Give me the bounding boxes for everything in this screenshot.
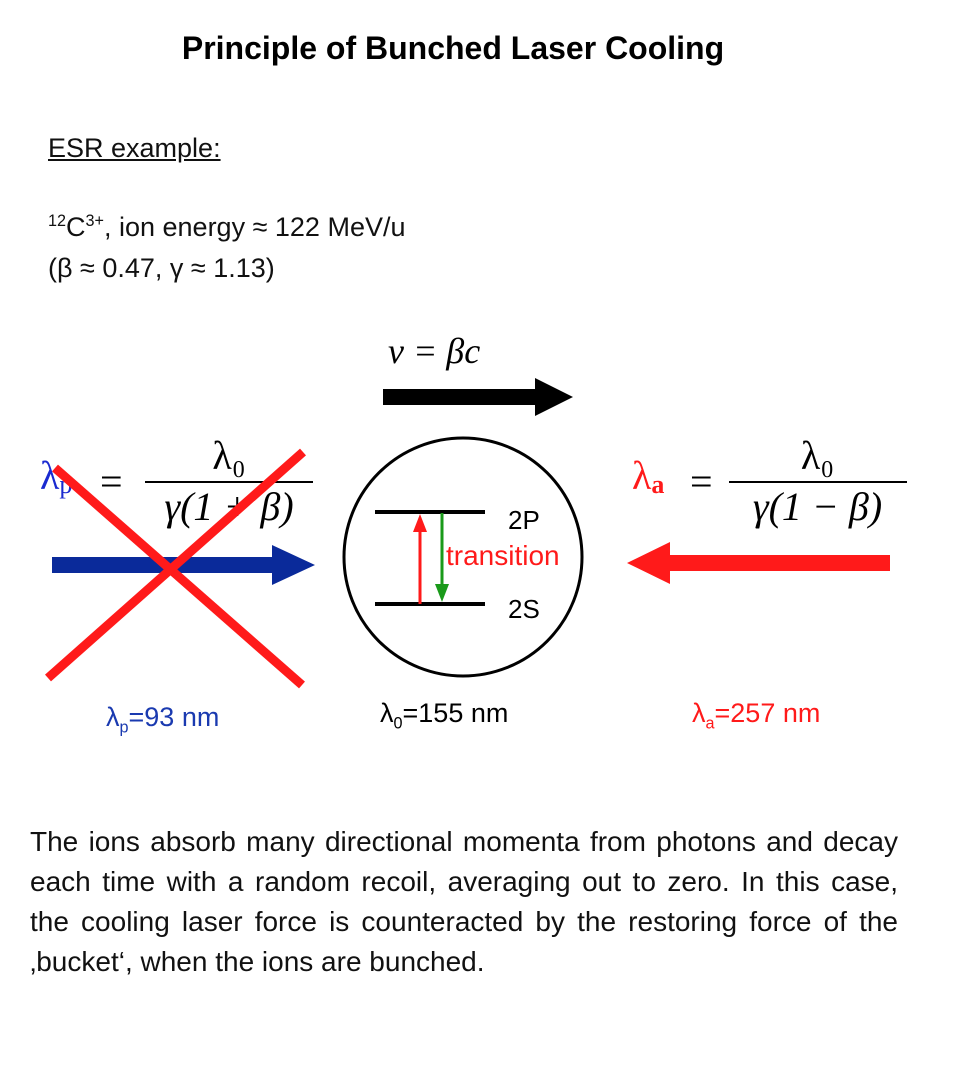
lambda-symbol: λ (40, 453, 60, 498)
lambda-symbol: λ (632, 453, 652, 498)
cross-line-2 (45, 448, 306, 682)
wavelength-value: =257 nm (714, 698, 821, 728)
left-formula-fraction: λ₀ γ(1 + β) (145, 432, 313, 530)
right-formula-lhs: λa (632, 452, 664, 500)
ion-params: (β ≈ 0.47, γ ≈ 1.13) (48, 253, 275, 283)
lambda-sub: a (651, 470, 665, 500)
slide-title: Principle of Bunched Laser Cooling (181, 30, 725, 66)
ion-charge: 3+ (85, 212, 104, 230)
numerator: λ₀ (800, 433, 835, 478)
ion-mass: 12 (48, 212, 67, 230)
ion-circle (342, 436, 584, 678)
excitation-arrow-head (413, 514, 427, 532)
left-formula-equals: = (100, 459, 123, 504)
wavelength-value: =155 nm (402, 698, 509, 728)
lambda-sub: 0 (393, 714, 403, 733)
blue-laser-arrow (52, 545, 315, 585)
lambda-sub: p (119, 718, 129, 737)
wavelength-zero: λ0=155 nm (380, 698, 508, 733)
ion-energy: , ion energy ≈ 122 MeV/u (103, 212, 406, 242)
esr-heading: ESR example: (48, 133, 221, 163)
lambda-symbol: λ (692, 698, 706, 728)
right-formula-fraction: λ₀ γ(1 − β) (728, 432, 907, 530)
ion-symbol: C (66, 212, 86, 242)
right-formula-equals: = (690, 459, 713, 504)
lambda-symbol: λ (106, 702, 120, 732)
ion-description: 12C3+, ion energy ≈ 122 MeV/u (48, 212, 405, 243)
decay-arrow-head (435, 584, 449, 602)
explanation-paragraph: The ions absorb many directional momenta… (30, 826, 898, 977)
denominator: γ(1 + β) (145, 481, 313, 530)
wavelength-p: λp=93 nm (106, 702, 219, 737)
level-2s-label: 2S (508, 594, 540, 624)
denominator: γ(1 − β) (728, 481, 907, 530)
lambda-sub: a (705, 714, 715, 733)
wavelength-value: =93 nm (128, 702, 220, 732)
level-2p-label: 2P (508, 505, 540, 535)
red-laser-arrow (627, 542, 890, 584)
wavelength-a: λa=257 nm (692, 698, 820, 733)
numerator: λ₀ (212, 433, 246, 478)
lambda-symbol: λ (380, 698, 394, 728)
transition-label: transition (446, 540, 560, 571)
velocity-arrow (383, 378, 573, 416)
cross-line-1 (52, 464, 305, 689)
velocity-formula: v = βc (388, 331, 481, 371)
